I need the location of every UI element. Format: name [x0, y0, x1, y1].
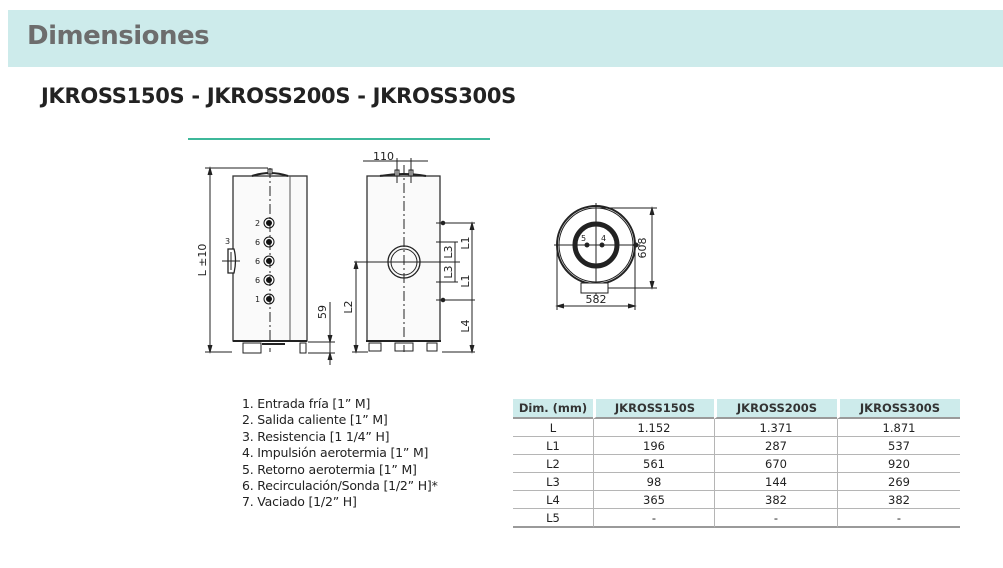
top-label-5: 5 — [581, 234, 586, 243]
models-title: JKROSS150S - JKROSS200S - JKROSS300S — [41, 84, 516, 108]
legend-item: 6. Recirculación/Sonda [1/2” H]* — [242, 478, 438, 494]
dim-582-label: 582 — [586, 293, 607, 306]
dim-L2-label: L2 — [342, 300, 355, 313]
col-header-300s: JKROSS300S — [837, 399, 960, 419]
cell-value: 1.871 — [837, 419, 960, 437]
conn-label-6a: 6 — [255, 238, 260, 247]
table-row: L4 365 382 382 — [513, 491, 960, 509]
top-view — [554, 203, 657, 310]
table-header-row: Dim. (mm) JKROSS150S JKROSS200S JKROSS30… — [513, 399, 960, 419]
cell-value: - — [593, 509, 714, 528]
col-header-dim: Dim. (mm) — [513, 399, 593, 419]
cell-value: 144 — [714, 473, 837, 491]
conn-label-6b: 6 — [255, 257, 260, 266]
cell-value: 287 — [714, 437, 837, 455]
table-row: L2 561 670 920 — [513, 455, 960, 473]
cell-value: 537 — [837, 437, 960, 455]
legend-item: 2. Salida caliente [1” M] — [242, 412, 388, 428]
legend-item: 4. Impulsión aerotermia [1” M] — [242, 445, 429, 461]
cell-value: 561 — [593, 455, 714, 473]
cell-value: 365 — [593, 491, 714, 509]
legend-item: 1. Entrada fría [1” M] — [242, 396, 371, 411]
cell-value: 196 — [593, 437, 714, 455]
legend-item: 7. Vaciado [1/2” H] — [242, 494, 357, 510]
row-label: L3 — [513, 473, 593, 491]
accent-divider — [188, 138, 490, 140]
dim-L3-bottom-label: L3 — [442, 265, 455, 278]
section-title: Dimensiones — [27, 21, 210, 51]
cell-value: 1.371 — [714, 419, 837, 437]
dim-L3-top-label: L3 — [442, 245, 455, 258]
cell-value: 382 — [714, 491, 837, 509]
cell-value: 920 — [837, 455, 960, 473]
conn-label-1: 1 — [255, 295, 260, 304]
legend-item: 3. Resistencia [1 1/4” H] — [242, 428, 390, 444]
conn-label-6c: 6 — [255, 276, 260, 285]
cell-value: - — [837, 509, 960, 528]
conn-label-2: 2 — [255, 219, 260, 228]
top-label-4: 4 — [601, 234, 606, 243]
dim-L4-label: L4 — [459, 319, 472, 332]
cell-value: 98 — [593, 473, 714, 491]
row-label: L4 — [513, 491, 593, 509]
technical-drawing: 2 6 6 6 1 3 L ±10 59 — [196, 150, 657, 365]
row-label: L2 — [513, 455, 593, 473]
cell-value: - — [714, 509, 837, 528]
cell-value: 269 — [837, 473, 960, 491]
cell-value: 670 — [714, 455, 837, 473]
dim-L1-top-label: L1 — [459, 236, 472, 249]
cell-value: 382 — [837, 491, 960, 509]
dim-110-label: 110 — [373, 150, 394, 163]
dim-608-label: 608 — [636, 238, 649, 259]
side-view — [352, 158, 475, 354]
connection-legend: 1. Entrada fría [1” M] 2. Salida calient… — [242, 396, 438, 511]
front-view — [205, 166, 335, 365]
table-row: L5 - - - — [513, 509, 960, 528]
dimensions-table: Dim. (mm) JKROSS150S JKROSS200S JKROSS30… — [513, 399, 960, 528]
dim-L1-bottom-label: L1 — [459, 274, 472, 287]
col-header-150s: JKROSS150S — [593, 399, 714, 419]
table-row: L1 196 287 537 — [513, 437, 960, 455]
table-row: L3 98 144 269 — [513, 473, 960, 491]
table-row: L 1.152 1.371 1.871 — [513, 419, 960, 437]
conn-label-3: 3 — [225, 237, 230, 246]
col-header-200s: JKROSS200S — [714, 399, 837, 419]
cell-value: 1.152 — [593, 419, 714, 437]
dim-L-label: L ±10 — [196, 244, 209, 277]
dim-59-label: 59 — [316, 305, 329, 319]
row-label: L1 — [513, 437, 593, 455]
row-label: L — [513, 419, 593, 437]
legend-item: 5. Retorno aerotermia [1” M] — [242, 461, 417, 477]
row-label: L5 — [513, 509, 593, 528]
section-header: Dimensiones — [8, 10, 1003, 67]
